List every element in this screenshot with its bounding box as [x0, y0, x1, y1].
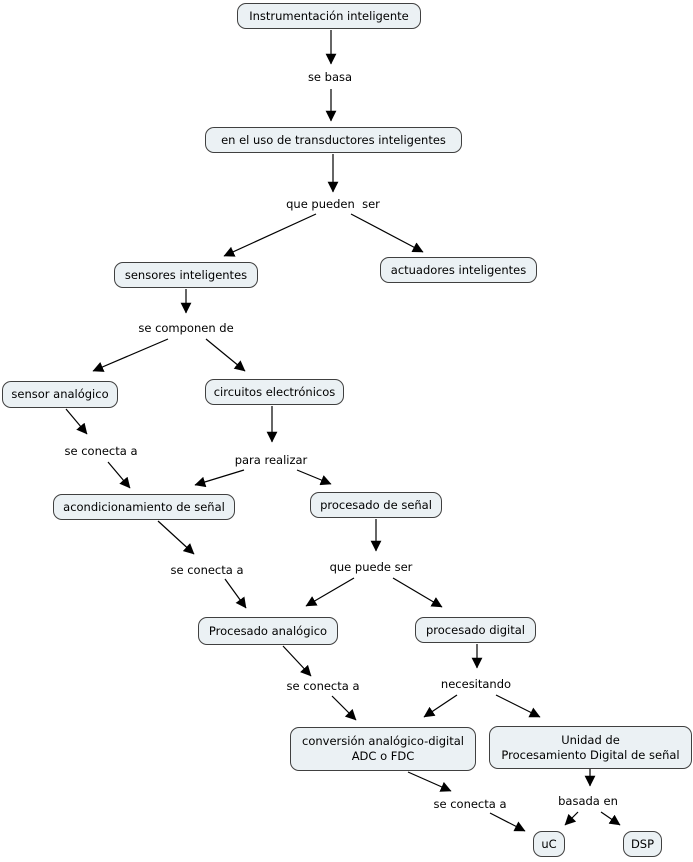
arrow-para-realizar-to-acondicionamiento [194, 469, 245, 488]
link-label-que-pueden-ser[interactable]: que pueden ser [286, 197, 380, 211]
arrow-basada-en-to-dsp [600, 811, 621, 826]
arrow-que-pueden-ser-to-sensores [223, 213, 317, 257]
link-label-se-conecta-a-4[interactable]: se conecta a [433, 797, 507, 811]
node-dsp[interactable]: DSP [623, 831, 662, 857]
node-sensor-analogico[interactable]: sensor analógico [2, 381, 118, 408]
node-uc[interactable]: uC [533, 831, 565, 857]
node-transductores-inteligentes[interactable]: en el uso de transductores inteligentes [205, 127, 462, 153]
node-actuadores-inteligentes[interactable]: actuadores inteligentes [380, 257, 537, 283]
link-label-que-puede-ser[interactable]: que puede ser [329, 560, 413, 574]
arrow-se-conecta-a-1-to-acondicionamiento [107, 461, 131, 489]
arrow-sensor-analogico-to-se-conecta-a-1 [65, 408, 88, 435]
link-label-se-conecta-a-2[interactable]: se conecta a [170, 563, 244, 577]
node-procesado-analogico[interactable]: Procesado analógico [198, 617, 338, 645]
link-label-se-conecta-a-1[interactable]: se conecta a [64, 444, 138, 458]
arrow-se-conecta-a-3-to-conversion [331, 695, 357, 721]
arrow-se-conecta-a-4-to-uc [489, 812, 526, 832]
node-conversion-analogico-digital[interactable]: conversión analógico-digital ADC o FDC [290, 727, 476, 771]
arrow-que-pueden-ser-to-actuadores [350, 213, 424, 253]
node-circuitos-electronicos[interactable]: circuitos electrónicos [205, 379, 344, 405]
node-unidad-procesamiento-digital[interactable]: Unidad de Procesamiento Digital de señal [489, 726, 692, 769]
arrow-se-componen-de-to-circuitos [205, 338, 246, 372]
node-procesado-de-senal[interactable]: procesado de señal [310, 492, 442, 518]
arrow-que-puede-ser-to-procesado-digital [392, 577, 443, 608]
arrow-procesado-analogico-to-se-conecta-a-3 [282, 645, 312, 677]
arrow-se-componen-de-to-sensor-analogico [92, 338, 169, 372]
link-label-se-basa[interactable]: se basa [307, 70, 353, 84]
arrow-necesitando-to-conversion [423, 694, 458, 718]
arrow-se-conecta-a-2-to-procesado-analogico [224, 578, 247, 609]
link-label-basada-en[interactable]: basada en [558, 794, 618, 808]
link-label-se-componen-de[interactable]: se componen de [138, 321, 234, 335]
link-label-se-conecta-a-3[interactable]: se conecta a [286, 679, 360, 693]
link-label-necesitando[interactable]: necesitando [440, 677, 512, 691]
arrow-conversion-to-se-conecta-a-4 [407, 771, 452, 792]
node-conversion-line2: ADC o FDC [351, 749, 415, 763]
node-unidad-line1: Unidad de [561, 732, 620, 747]
arrow-para-realizar-to-procesado-senal [296, 469, 332, 486]
node-unidad-line2: Procesamiento Digital de señal [501, 747, 680, 762]
arrow-acondicionamiento-to-se-conecta-a-2 [157, 520, 195, 555]
arrow-que-puede-ser-to-procesado-analogico [305, 577, 355, 607]
node-acondicionamiento-de-senal[interactable]: acondicionamiento de señal [53, 494, 235, 520]
arrow-necesitando-to-unidad [495, 694, 541, 718]
node-procesado-digital[interactable]: procesado digital [415, 617, 536, 643]
link-label-para-realizar[interactable]: para realizar [234, 453, 308, 467]
node-conversion-line1: conversión analógico-digital [302, 734, 464, 749]
node-sensores-inteligentes[interactable]: sensores inteligentes [114, 262, 258, 288]
node-instrumentacion-inteligente[interactable]: Instrumentación inteligente [237, 3, 421, 29]
arrow-basada-en-to-uc [564, 811, 579, 826]
